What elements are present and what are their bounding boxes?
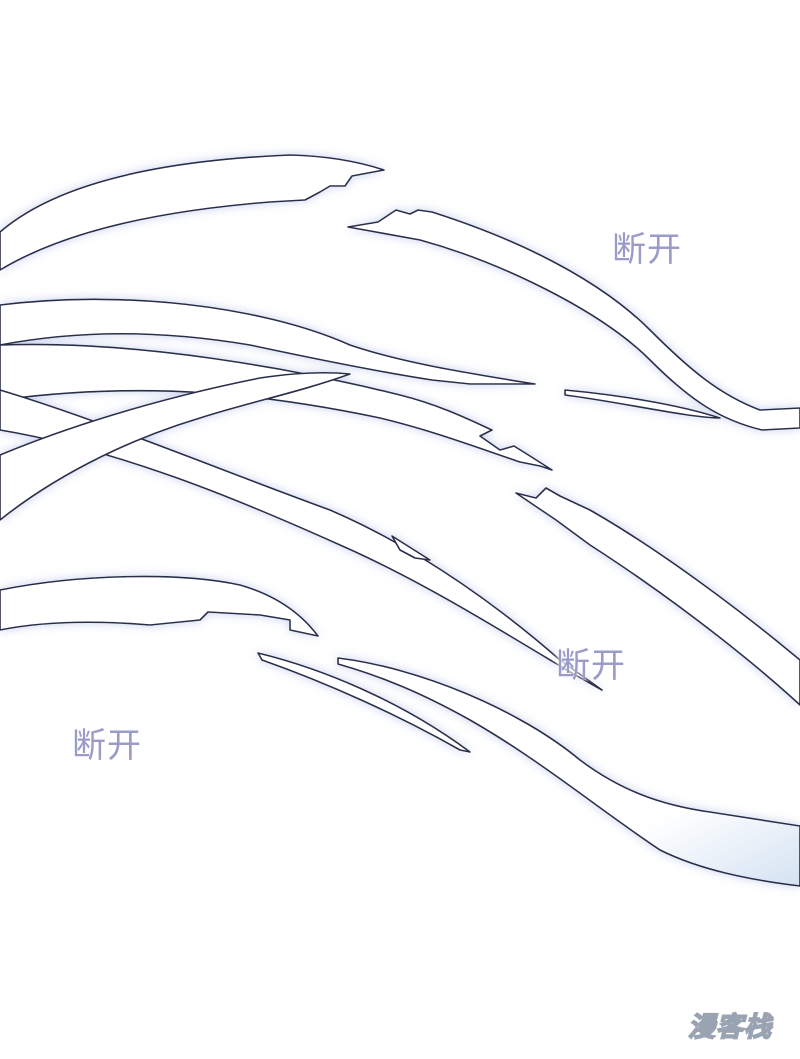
- sound-effect-text: 断开: [556, 646, 626, 686]
- streak-wisp: [391, 535, 431, 561]
- watermark-text: 漫客栈: [687, 1011, 772, 1044]
- sound-effect-text: 断开: [612, 230, 682, 270]
- streak-wisp: [564, 389, 721, 419]
- streak-upper-right: [347, 209, 800, 431]
- streak-bottom: [337, 657, 800, 887]
- site-watermark-logo: 漫客栈: [668, 1008, 792, 1048]
- streak-fragment-small: [257, 652, 471, 753]
- streak-cross-a: [0, 298, 536, 385]
- streak-diagonal-c: [0, 389, 603, 691]
- sound-effect-text: 断开: [72, 726, 142, 766]
- streak-top-left: [0, 154, 385, 271]
- streak-lower-left: [0, 575, 319, 637]
- streak-cross-up: [0, 372, 351, 521]
